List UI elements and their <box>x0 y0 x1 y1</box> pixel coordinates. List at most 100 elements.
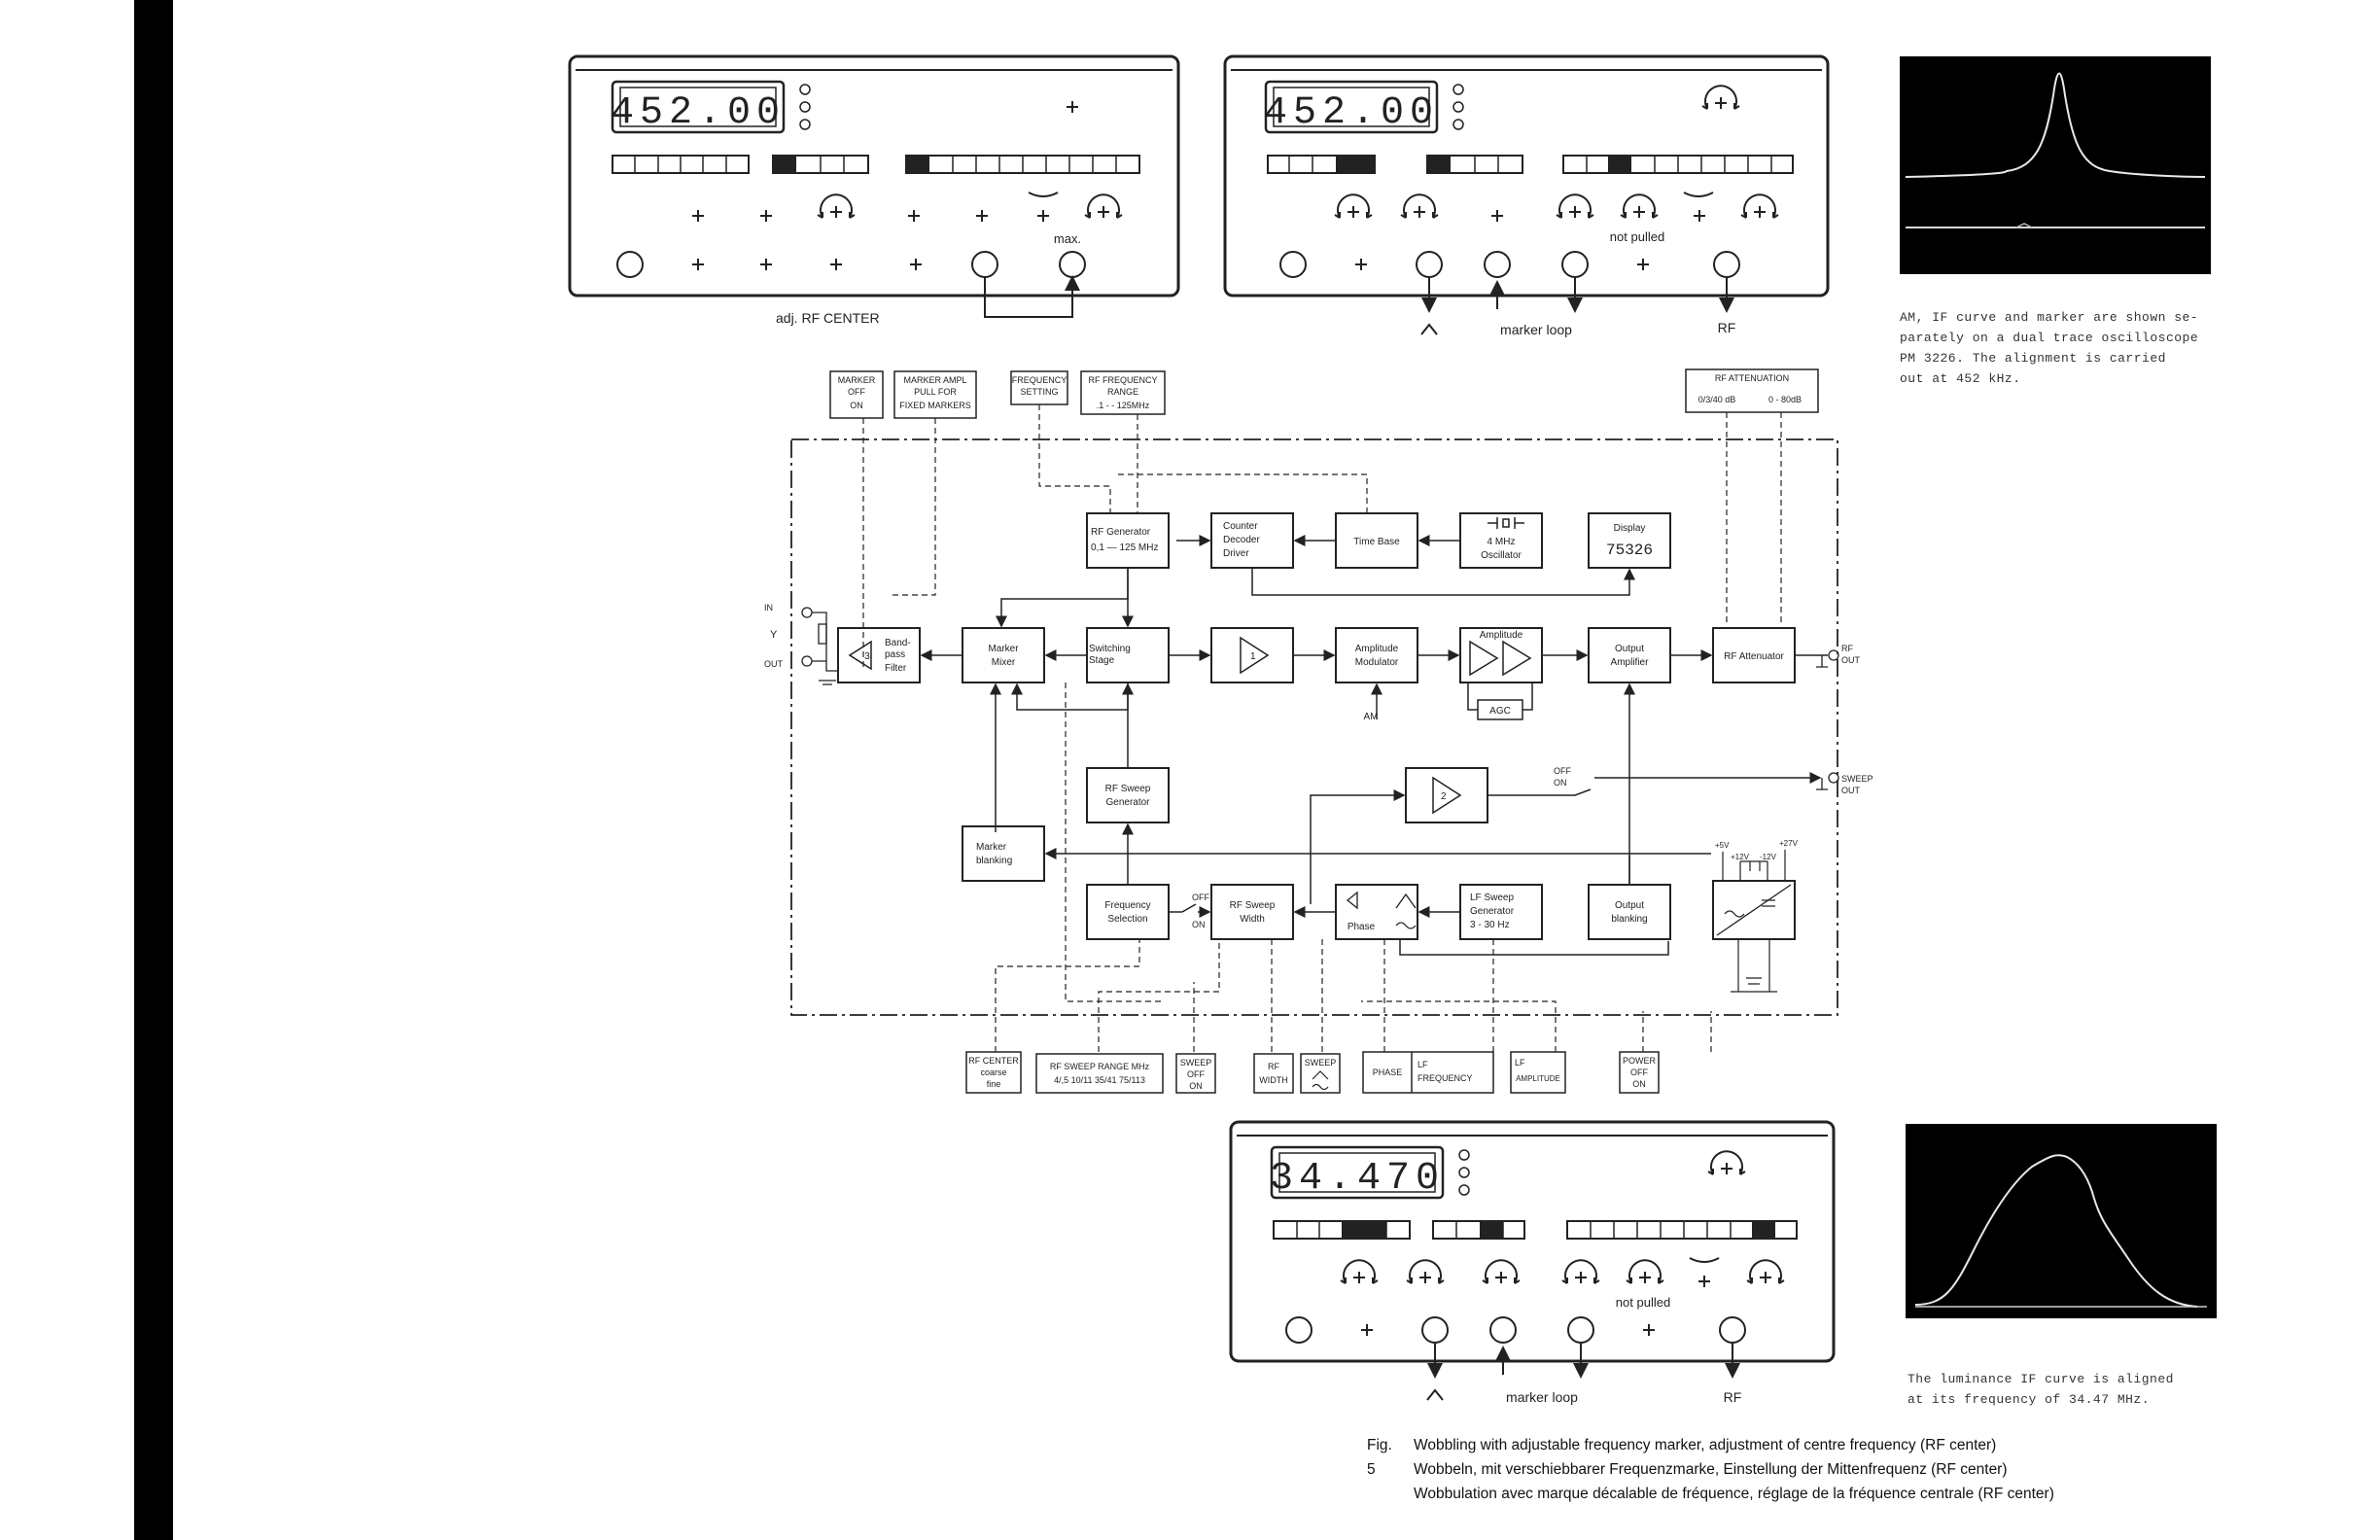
ctrl-rf-atten-l2: 0/3/40 dB <box>1698 395 1736 404</box>
io-y-label: Y <box>770 629 778 641</box>
scope-caption-top-line-1: AM, IF curve and marker are shown se- <box>1900 310 2199 325</box>
io-in-label: IN <box>764 603 773 612</box>
scope-caption-top-line-2: parately on a dual trace oscilloscope <box>1900 331 2199 345</box>
io-sweep-label: SWEEP <box>1841 774 1873 784</box>
blk-amp1-num: 1 <box>1250 651 1256 662</box>
ctrl-lf-amp-l2: AMPLITUDE <box>1516 1074 1560 1083</box>
blk-time-base: Time Base <box>1353 537 1400 547</box>
io-voltage-4: +27V <box>1779 839 1799 848</box>
io-rf-out-label: OUT <box>1841 655 1861 665</box>
blk-rf-sweep-gen-l1: RF Sweep <box>1105 784 1151 794</box>
ctrl-rf-center-l1: RF CENTER <box>968 1056 1019 1066</box>
panel-1-adj-label: adj. RF CENTER <box>776 310 880 326</box>
panel-2-not-pulled-label: not pulled <box>1610 229 1664 244</box>
blk-marker-mixer-l1: Marker <box>988 644 1019 654</box>
ctrl-rf-range-l2: RANGE <box>1107 387 1138 397</box>
io-on-label-2: ON <box>1192 920 1206 929</box>
panel-3-rf-label: RF <box>1724 1389 1742 1405</box>
panel-2-rf-label: RF <box>1718 320 1736 335</box>
blk-counter-l3: Driver <box>1223 548 1249 559</box>
blk-marker-mixer-l2: Mixer <box>992 657 1016 668</box>
blk-output-amp-l1: Output <box>1615 644 1644 654</box>
blk-output-blanking-l1: Output <box>1615 900 1644 911</box>
scope-caption-bottom: The luminance IF curve is aligned at its… <box>1908 1369 2174 1410</box>
blk-rf-sweep-gen-l2: Generator <box>1105 797 1150 808</box>
ctrl-phase: PHASE <box>1373 1068 1403 1077</box>
blk-rf-sweep-width-l2: Width <box>1240 914 1265 925</box>
ctrl-marker-l3: ON <box>850 401 863 410</box>
blk-bandpass-l3: Filter <box>885 663 907 674</box>
blk-switching-l1: Switching <box>1089 644 1131 654</box>
blk-switching-l2: Stage <box>1089 655 1115 666</box>
figure-caption-line-en: Wobbling with adjustable frequency marke… <box>1414 1437 1997 1453</box>
ctrl-rf-center-l3: fine <box>987 1079 1001 1089</box>
page-margin-bar <box>134 0 173 1540</box>
ctrl-marker-ampl-l1: MARKER AMPL <box>903 375 966 385</box>
io-off-label-1: OFF <box>1554 766 1571 776</box>
panel-3-display: 34.470 <box>1270 1157 1445 1201</box>
blk-agc: AGC <box>1489 706 1511 717</box>
figure-caption-line-fr: Wobbulation avec marque décalable de fré… <box>1414 1486 2054 1502</box>
blk-output-amp-l2: Amplifier <box>1611 657 1650 668</box>
ctrl-rf-range-l3: .1 - - 125MHz <box>1097 401 1150 410</box>
blk-counter-l1: Counter <box>1223 521 1258 532</box>
front-panel-1: 452.00 max. adj. RF CENTER <box>568 54 1180 326</box>
block-diagram: MARKER OFF ON MARKER AMPL PULL FOR FIXED… <box>764 368 1873 1094</box>
io-sweep-out-label: OUT <box>1841 786 1861 795</box>
blk-display-l2: 75326 <box>1606 542 1653 559</box>
blk-lf-sweep-l3: 3 - 30 Hz <box>1470 920 1510 930</box>
blk-phase: Phase <box>1348 922 1376 932</box>
ctrl-sweep-off-on-l1: SWEEP <box>1180 1058 1212 1068</box>
ctrl-lf-freq-l1: LF <box>1418 1060 1428 1069</box>
scope-caption-top-line-4: out at 452 kHz. <box>1900 371 2021 386</box>
scope-caption-top-line-3: PM 3226. The alignment is carried <box>1900 351 2166 366</box>
io-voltage-1: +5V <box>1715 841 1730 850</box>
panel-3-marker-loop-label: marker loop <box>1506 1389 1578 1405</box>
ctrl-rf-sweep-l2: 4/,5 10/11 35/41 75/113 <box>1054 1075 1145 1085</box>
ctrl-rf-width-l2: WIDTH <box>1259 1075 1288 1085</box>
ctrl-rf-atten-l1: RF ATTENUATION <box>1715 373 1789 383</box>
ctrl-lf-amp-l1: LF <box>1515 1058 1525 1068</box>
blk-rf-attenuator: RF Attenuator <box>1724 651 1784 662</box>
blk-marker-blanking-l1: Marker <box>976 842 1007 853</box>
blk-marker-blanking-l2: blanking <box>976 856 1012 866</box>
panel-1-max-label: max. <box>1054 231 1081 246</box>
ctrl-rf-center-l2: coarse <box>980 1068 1006 1077</box>
ctrl-rf-width-l1: RF <box>1268 1062 1279 1071</box>
ctrl-rf-range-l1: RF FREQUENCY <box>1088 375 1157 385</box>
ctrl-sweep-off-on-l2: OFF <box>1187 1069 1205 1079</box>
ctrl-marker-ampl-l3: FIXED MARKERS <box>899 401 971 410</box>
ctrl-freq-setting-l1: FREQUENCY <box>1012 375 1068 385</box>
ctrl-power-l3: ON <box>1632 1079 1646 1089</box>
ctrl-power-l1: POWER <box>1623 1056 1657 1066</box>
blk-am-mod-l2: Modulator <box>1355 657 1399 668</box>
panel-3-not-pulled-label: not pulled <box>1616 1295 1670 1310</box>
scope-trace-top <box>1905 72 2206 228</box>
blk-bandpass-num: 3 <box>864 651 870 662</box>
ctrl-marker-l1: MARKER <box>838 375 876 385</box>
ctrl-rf-atten-l3: 0 - 80dB <box>1768 395 1802 404</box>
io-out-label: OUT <box>764 659 784 669</box>
panel-2-display: 452.00 <box>1264 91 1439 135</box>
ctrl-rf-sweep-l1: RF SWEEP RANGE MHz <box>1050 1062 1150 1071</box>
blk-osc-l1: 4 MHz <box>1488 537 1516 547</box>
blk-output-blanking-l2: blanking <box>1611 914 1647 925</box>
blk-rf-gen-l2: 0,1 — 125 MHz <box>1091 542 1158 553</box>
blk-amplitude-label: Amplitude <box>1480 630 1523 641</box>
scope-screen-bottom <box>1906 1124 2217 1318</box>
blk-bandpass-l1: Band- <box>885 638 911 648</box>
scope-caption-bottom-line-2: at its frequency of 34.47 MHz. <box>1908 1392 2151 1407</box>
scope-trace-bottom <box>1914 1154 2207 1308</box>
front-panel-2: 452.00 not pulled <box>1223 54 1830 337</box>
io-voltage-2: +12V <box>1731 853 1750 861</box>
blk-freq-sel-l1: Frequency <box>1104 900 1150 911</box>
io-rf-label: RF <box>1841 644 1853 653</box>
blk-counter-l2: Decoder <box>1223 535 1260 545</box>
blk-rf-sweep-width-l1: RF Sweep <box>1230 900 1276 911</box>
blk-rf-gen-l1: RF Generator <box>1091 527 1151 538</box>
io-am-label: AM <box>1364 712 1379 722</box>
io-voltage-3: -12V <box>1760 853 1777 861</box>
blk-bandpass-l2: pass <box>885 649 905 660</box>
io-on-label-1: ON <box>1554 778 1567 788</box>
